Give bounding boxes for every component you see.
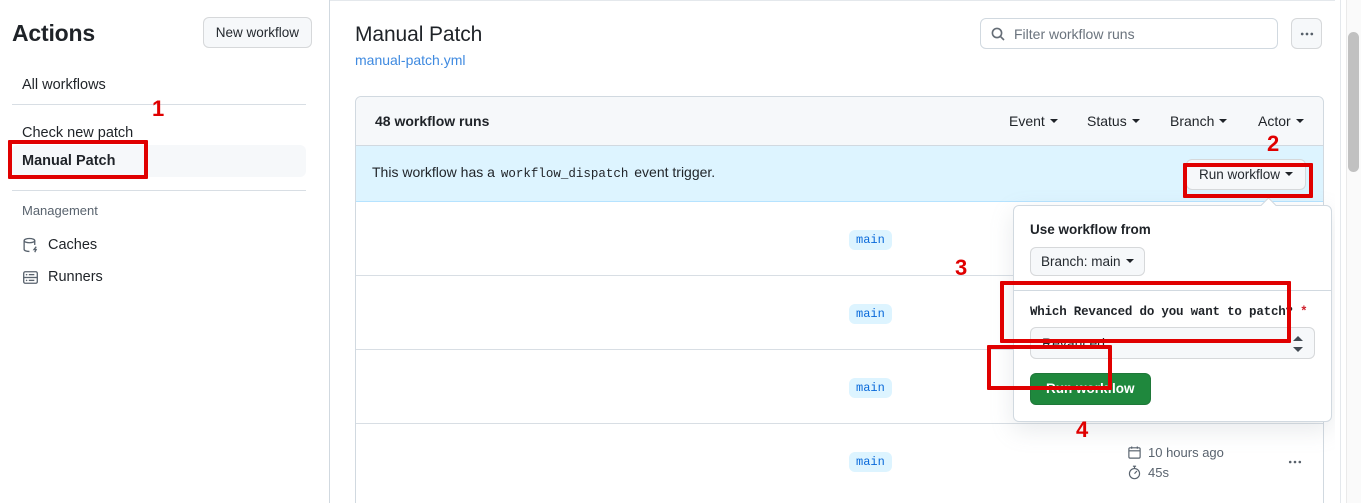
main-top-divider [330, 0, 1335, 1]
cache-icon [22, 237, 39, 254]
use-workflow-from-label: Use workflow from [1030, 222, 1151, 237]
required-marker: * [1300, 305, 1308, 319]
revanced-select-value: Revanced [1042, 335, 1106, 351]
branch-badge[interactable]: main [849, 230, 892, 250]
management-section-label: Management [22, 203, 98, 218]
sidebar-item-check-new-patch[interactable]: Check new patch [12, 117, 306, 149]
sidebar-border [329, 0, 330, 503]
kebab-icon [1288, 460, 1302, 464]
table-row[interactable]: main [356, 202, 1323, 276]
runners-icon [22, 269, 39, 286]
chevron-down-icon [1285, 172, 1293, 177]
duration-label: 45s [1148, 464, 1169, 480]
kebab-icon [1300, 32, 1313, 35]
revanced-select[interactable]: Revanced [1030, 327, 1315, 359]
filter-label: Actor [1258, 113, 1291, 129]
sidebar-item-label: Manual Patch [22, 153, 116, 169]
run-workflow-button-label: Run workflow [1198, 167, 1280, 182]
run-workflow-popup: Use workflow from Branch: main Which Rev… [1013, 205, 1332, 422]
main-content: Manual Patch manual-patch.yml Filter wor… [330, 0, 1335, 503]
popup-arrow [1260, 197, 1276, 206]
timestamp-label: 10 hours ago [1148, 444, 1224, 460]
sidebar-item-label: Runners [48, 269, 103, 285]
stepper-icon [1293, 336, 1303, 352]
sidebar-item-label: All workflows [22, 77, 106, 93]
run-timestamp: 10 hours ago [1127, 442, 1257, 462]
run-duration: 45s [1127, 462, 1257, 482]
chevron-down-icon [1219, 119, 1228, 124]
search-placeholder: Filter workflow runs [1014, 25, 1135, 42]
sidebar-header: Actions New workflow [12, 16, 312, 50]
runs-count-label: 48 workflow runs [375, 113, 490, 129]
branch-badge[interactable]: main [849, 304, 892, 324]
input-label-text: Which Revanced do you want to patch? [1030, 305, 1293, 319]
chevron-down-icon [1125, 259, 1134, 264]
sidebar-item-manual-patch[interactable]: Manual Patch [8, 145, 306, 177]
filter-label: Branch [1170, 113, 1215, 129]
filter-label: Event [1009, 113, 1045, 129]
workflow-runs-header: 48 workflow runs Event Status Branch Act… [356, 97, 1323, 146]
search-input[interactable]: Filter workflow runs [980, 18, 1278, 49]
search-icon [990, 26, 1006, 42]
branch-select-button[interactable]: Branch: main [1030, 247, 1145, 276]
revanced-input-label: Which Revanced do you want to patch? * [1030, 305, 1315, 319]
sidebar-divider-bottom [12, 190, 306, 191]
chevron-down-icon [1049, 119, 1058, 124]
filter-label: Status [1087, 113, 1127, 129]
main-right-border [1340, 0, 1341, 503]
sidebar-item-runners[interactable]: Runners [12, 262, 306, 292]
table-row[interactable]: main [356, 276, 1323, 350]
popup-branch-section: Use workflow from Branch: main [1014, 206, 1331, 291]
selected-indicator-bar [8, 149, 12, 173]
dispatch-text-before: This workflow has a [372, 164, 495, 180]
sidebar-item-all-workflows[interactable]: All workflows [12, 69, 306, 101]
run-meta: 10 hours ago 45s [1127, 442, 1257, 482]
page-title: Manual Patch [355, 23, 483, 46]
calendar-icon [1127, 445, 1142, 460]
stopwatch-icon [1127, 465, 1142, 480]
workflow-runs-panel: 48 workflow runs Event Status Branch Act… [355, 96, 1332, 503]
run-workflow-dropdown-button[interactable]: Run workflow [1185, 159, 1306, 190]
filter-actor[interactable]: Actor [1258, 113, 1304, 129]
workflow-dispatch-banner: This workflow has a workflow_dispatch ev… [356, 146, 1323, 202]
filter-branch[interactable]: Branch [1170, 113, 1228, 129]
sidebar: Actions New workflow All workflows Check… [0, 0, 330, 503]
chevron-down-icon [1131, 119, 1140, 124]
actions-title: Actions [12, 20, 95, 46]
more-options-button[interactable] [1291, 18, 1322, 49]
dispatch-text-after: event trigger. [634, 164, 716, 180]
workflow-file-link[interactable]: manual-patch.yml [355, 52, 466, 68]
sidebar-divider-top [12, 104, 306, 105]
new-workflow-button[interactable]: New workflow [202, 17, 312, 48]
branch-select-label: Branch: main [1041, 254, 1121, 269]
row-more-options-button[interactable] [1285, 452, 1305, 472]
filter-event[interactable]: Event [1009, 113, 1058, 129]
page-scrollbar-thumb[interactable] [1348, 32, 1359, 172]
sidebar-item-caches[interactable]: Caches [12, 230, 306, 260]
chevron-down-icon [1295, 119, 1304, 124]
table-row[interactable]: main 10 hours ago 45 [356, 424, 1323, 498]
dispatch-event-code: workflow_dispatch [500, 167, 629, 181]
branch-badge[interactable]: main [849, 452, 892, 472]
popup-inputs-section: Which Revanced do you want to patch? * R… [1014, 291, 1331, 421]
dispatch-banner-text: This workflow has a workflow_dispatch ev… [372, 164, 715, 181]
run-workflow-submit-button[interactable]: Run workflow [1030, 373, 1151, 405]
sidebar-item-label: Caches [48, 237, 98, 253]
sidebar-item-label: Check new patch [22, 125, 134, 141]
branch-badge[interactable]: main [849, 378, 892, 398]
filter-status[interactable]: Status [1087, 113, 1140, 129]
